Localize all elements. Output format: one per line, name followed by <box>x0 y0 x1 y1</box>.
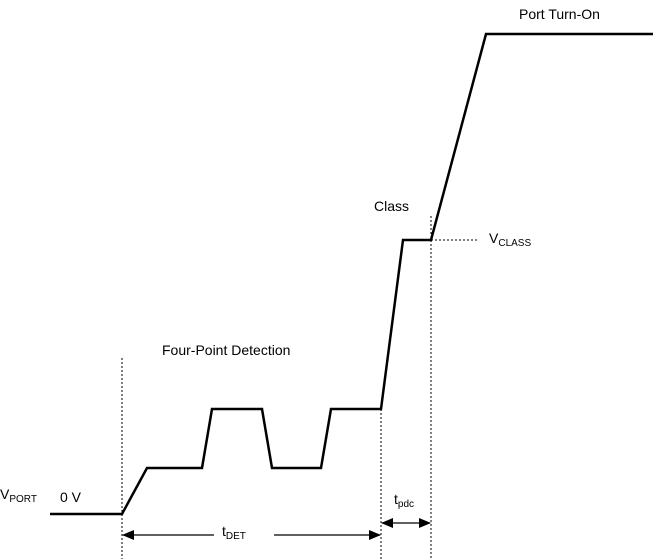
vclass-sub: CLASS <box>498 238 532 249</box>
tdet-sub: DET <box>225 531 246 542</box>
vclass-main: V <box>489 230 499 246</box>
vport-main: V <box>0 486 10 502</box>
vport-label: VPORT <box>0 487 37 505</box>
tpdc-sub: pdc <box>397 499 415 510</box>
vport-waveform <box>50 32 653 516</box>
tdet-main: t <box>222 523 226 539</box>
four-point-detection-label: Four-Point Detection <box>162 342 291 358</box>
tpdc-label: tpdc <box>394 492 414 510</box>
zero-volts-label: 0 V <box>60 489 82 505</box>
class-label: Class <box>374 198 410 214</box>
vclass-label: VCLASS <box>489 231 531 249</box>
tdet-label: tDET <box>222 524 246 542</box>
vport-sub: PORT <box>9 494 37 505</box>
tpdc-main: t <box>394 491 398 507</box>
port-turn-on-label: Port Turn-On <box>519 6 600 22</box>
